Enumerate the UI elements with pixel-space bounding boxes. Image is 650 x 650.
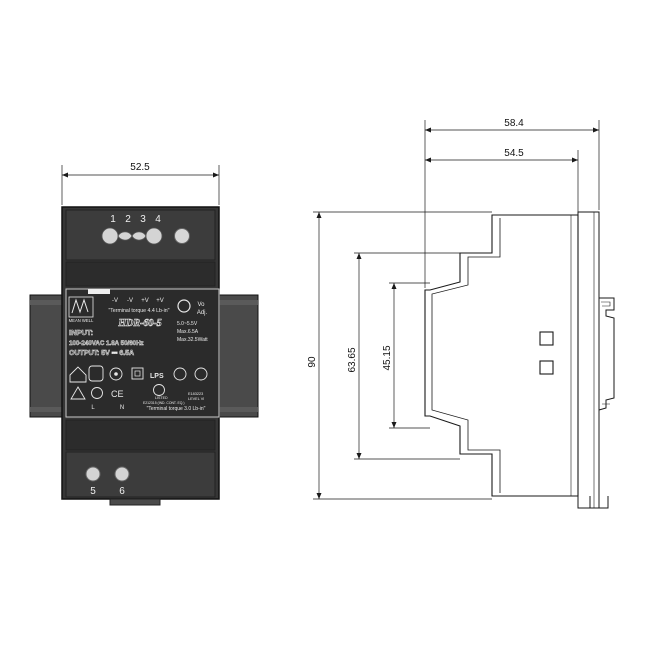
din-clip-profile xyxy=(598,297,615,411)
ce-mark: CE xyxy=(111,389,124,399)
front-view: 1 2 3 4 5 6 MEAN WELL -V -V +V +V "Termi… xyxy=(29,162,259,506)
lps-mark: LPS xyxy=(150,373,164,380)
cert-line: E212315 (IND. CONT. EQ.) xyxy=(143,401,184,405)
vent-square xyxy=(539,360,554,375)
polarity-label: +V xyxy=(141,298,149,304)
top-terminal-number: 3 xyxy=(140,214,146,225)
side-body-depth-value: 54.5 xyxy=(504,148,524,159)
adj-spec: 5.0~5.5V xyxy=(177,321,198,327)
torque-top-text: "Terminal torque 4.4 Lb-in" xyxy=(108,308,169,314)
din-clip-profile-inner xyxy=(601,301,611,405)
bottom-latch xyxy=(589,496,609,509)
bottom-terminal-number: 5 xyxy=(90,486,96,497)
class-ii-icon-inner xyxy=(134,370,141,377)
vent-square xyxy=(539,331,554,346)
side-profile-outline xyxy=(424,214,579,497)
top-terminal-number: 1 xyxy=(110,214,116,225)
lower-step xyxy=(65,419,216,451)
ul-listed-icon xyxy=(153,384,165,396)
front-width-value: 52.5 xyxy=(130,162,150,173)
cert-line: LISTED xyxy=(155,396,168,400)
adj-spec: Max.6.5A xyxy=(177,329,199,335)
warning-icon xyxy=(70,386,86,400)
adj-spec: Max.32.5Watt xyxy=(177,337,208,343)
top-terminal-number: 2 xyxy=(125,214,131,225)
brand-name: MEAN WELL xyxy=(69,318,94,323)
vo-adj-pot xyxy=(174,228,190,244)
height-dimensions xyxy=(313,211,492,500)
side-total-depth-value: 58.4 xyxy=(504,118,524,129)
ul-icon xyxy=(173,367,187,381)
terminal-n-label: N xyxy=(120,405,124,411)
bottom-terminal-block xyxy=(65,451,216,498)
input-title: INPUT: xyxy=(69,328,93,337)
side-profile-inner xyxy=(431,218,501,493)
ccc-icon xyxy=(194,367,208,381)
height-inner-2-value: 45.15 xyxy=(382,345,393,370)
rear-plate xyxy=(577,211,600,509)
recycle-icon xyxy=(91,387,103,399)
polarity-label: -V xyxy=(112,298,118,304)
model-name: HDR-60-5 xyxy=(117,318,161,329)
label-top-tab xyxy=(88,289,110,294)
side-depth-dimensions xyxy=(424,120,600,288)
polarity-label: +V xyxy=(156,298,164,304)
polarity-icon-dot xyxy=(114,372,118,376)
certification-marks: LPS CE E183223 LISTED E212315 (IND. CONT… xyxy=(69,365,208,405)
mean-well-logo: MEAN WELL xyxy=(68,296,94,323)
home-icon xyxy=(69,366,87,383)
cert-line: LEVEL VI xyxy=(188,397,204,401)
vo-adj-ring xyxy=(177,299,191,313)
terminal-l-label: L xyxy=(91,405,95,411)
din-clip-tab xyxy=(109,498,161,506)
top-terminal-strip xyxy=(101,227,163,245)
indoor-use-icon xyxy=(88,365,104,382)
cert-line: E183223 xyxy=(188,392,203,396)
product-label xyxy=(65,288,220,418)
vo-adj-label: Vo xyxy=(197,302,205,308)
upper-step xyxy=(65,261,216,287)
polarity-label: -V xyxy=(127,298,133,304)
vo-adj-label: Adj. xyxy=(197,310,208,316)
front-width-dimension xyxy=(61,165,220,205)
output-spec: OUTPUT: 5V ⎓ 6.5A xyxy=(69,350,134,357)
bottom-terminal-screw xyxy=(114,466,130,482)
input-spec: 100-240VAC 1.8A 50/60Hz xyxy=(69,340,144,347)
height-value: 90 xyxy=(307,356,318,368)
top-terminal-number: 4 xyxy=(155,214,161,225)
polarity-icon xyxy=(109,367,123,381)
torque-bottom-text: "Terminal torque 3.0 Lb-in" xyxy=(147,406,206,412)
bottom-terminal-screw xyxy=(85,466,101,482)
class-ii-icon xyxy=(131,367,144,380)
side-view: 58.4 54.5 90 63.65 45.15 xyxy=(307,118,615,509)
height-inner-1-value: 63.65 xyxy=(347,347,358,372)
bottom-terminal-number: 6 xyxy=(119,486,125,497)
